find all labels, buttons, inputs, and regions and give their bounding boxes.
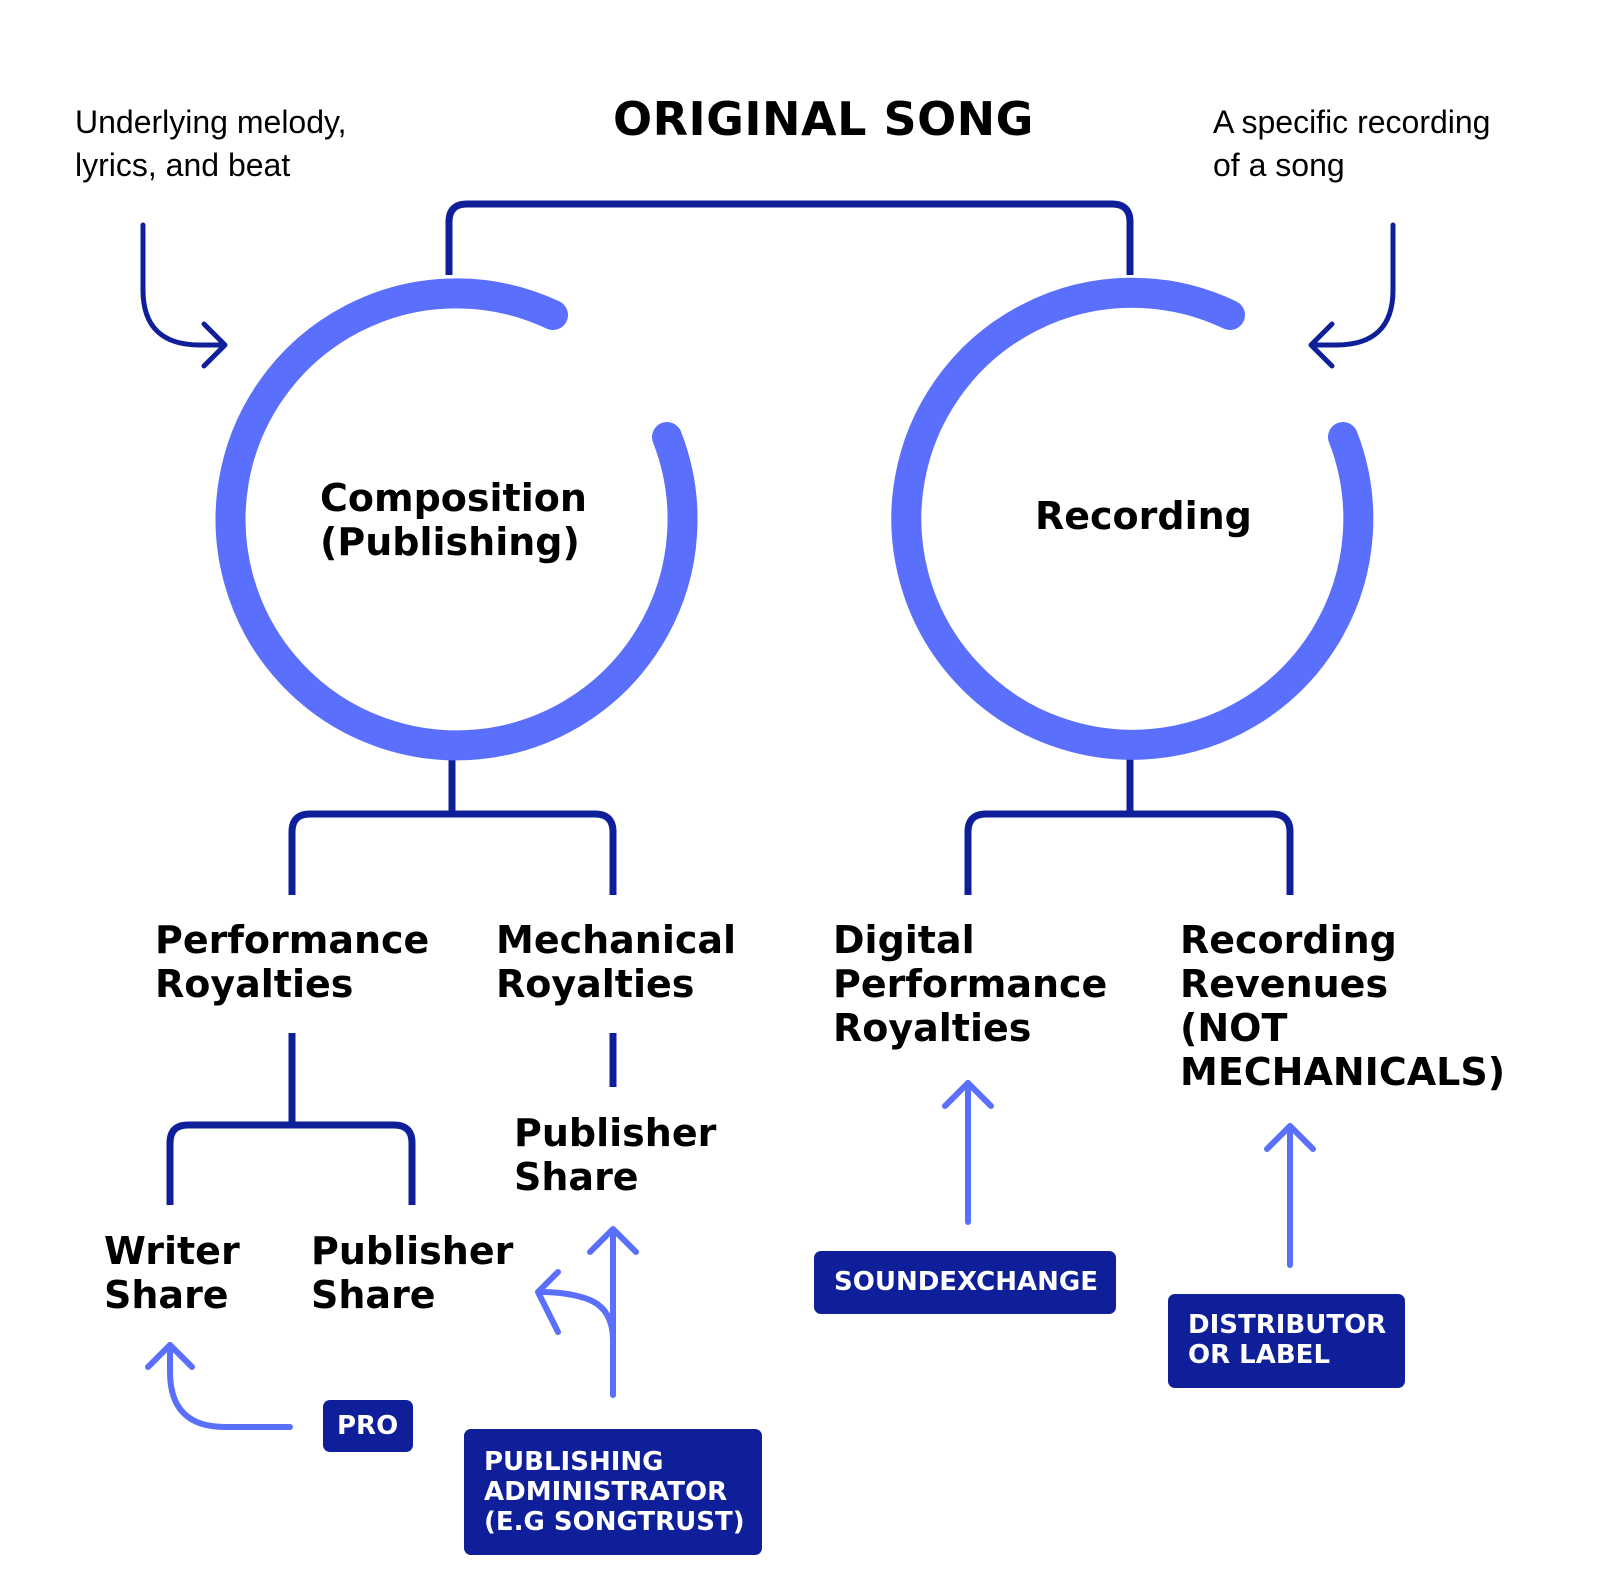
composition-ring xyxy=(215,278,698,761)
recording-bracket-connector xyxy=(964,810,1294,895)
recording-note: A specific recording of a song xyxy=(1213,104,1491,183)
composition-note-arrow-head xyxy=(201,321,228,369)
recording-label: Recording xyxy=(1035,494,1252,538)
pro-to-writer-arrow xyxy=(167,1342,293,1430)
pro-to-writer-arrow-head xyxy=(145,1342,195,1370)
pro-badge: PRO xyxy=(323,1400,413,1452)
mechanical-royalties-label: Mechanical Royalties xyxy=(496,918,737,1006)
distributor-or-label-badge: DISTRIBUTOR OR LABEL xyxy=(1168,1294,1405,1388)
performance-bracket-connector xyxy=(166,1121,416,1205)
soundexchange-badge: SOUNDEXCHANGE xyxy=(814,1251,1116,1314)
composition-label: Composition (Publishing) xyxy=(320,476,587,564)
recording-note-arrow-head xyxy=(1308,321,1335,369)
distributor-up-arrow-head xyxy=(1264,1123,1316,1152)
recording-revenues-label: Recording Revenues (NOT MECHANICALS) xyxy=(1180,918,1506,1094)
digital-performance-royalties-label: Digital Performance Royalties xyxy=(833,918,1108,1050)
recording-note-arrow xyxy=(1312,222,1396,348)
admin-up-arrow-head xyxy=(587,1226,639,1255)
recording-ring xyxy=(891,277,1374,760)
admin-branch-arrow-head xyxy=(535,1269,561,1335)
soundexchange-up-arrow-head xyxy=(942,1080,994,1109)
publishing-administrator-badge: PUBLISHING ADMINISTRATOR (E.G SONGTRUST) xyxy=(464,1429,762,1555)
composition-bracket-connector xyxy=(288,810,617,895)
admin-branch-arrow xyxy=(537,1289,616,1343)
publisher-share-mechanical-label: Publisher Share xyxy=(514,1111,717,1199)
composition-note-arrow xyxy=(140,222,225,348)
writer-share-label: Writer Share xyxy=(104,1229,240,1317)
performance-royalties-label: Performance Royalties xyxy=(155,918,430,1006)
composition-note: Underlying melody, lyrics, and beat xyxy=(75,104,347,183)
diagram-title: ORIGINAL SONG xyxy=(613,92,1034,146)
publisher-share-performance-label: Publisher Share xyxy=(311,1229,514,1317)
top-bracket-connector xyxy=(445,200,1134,275)
